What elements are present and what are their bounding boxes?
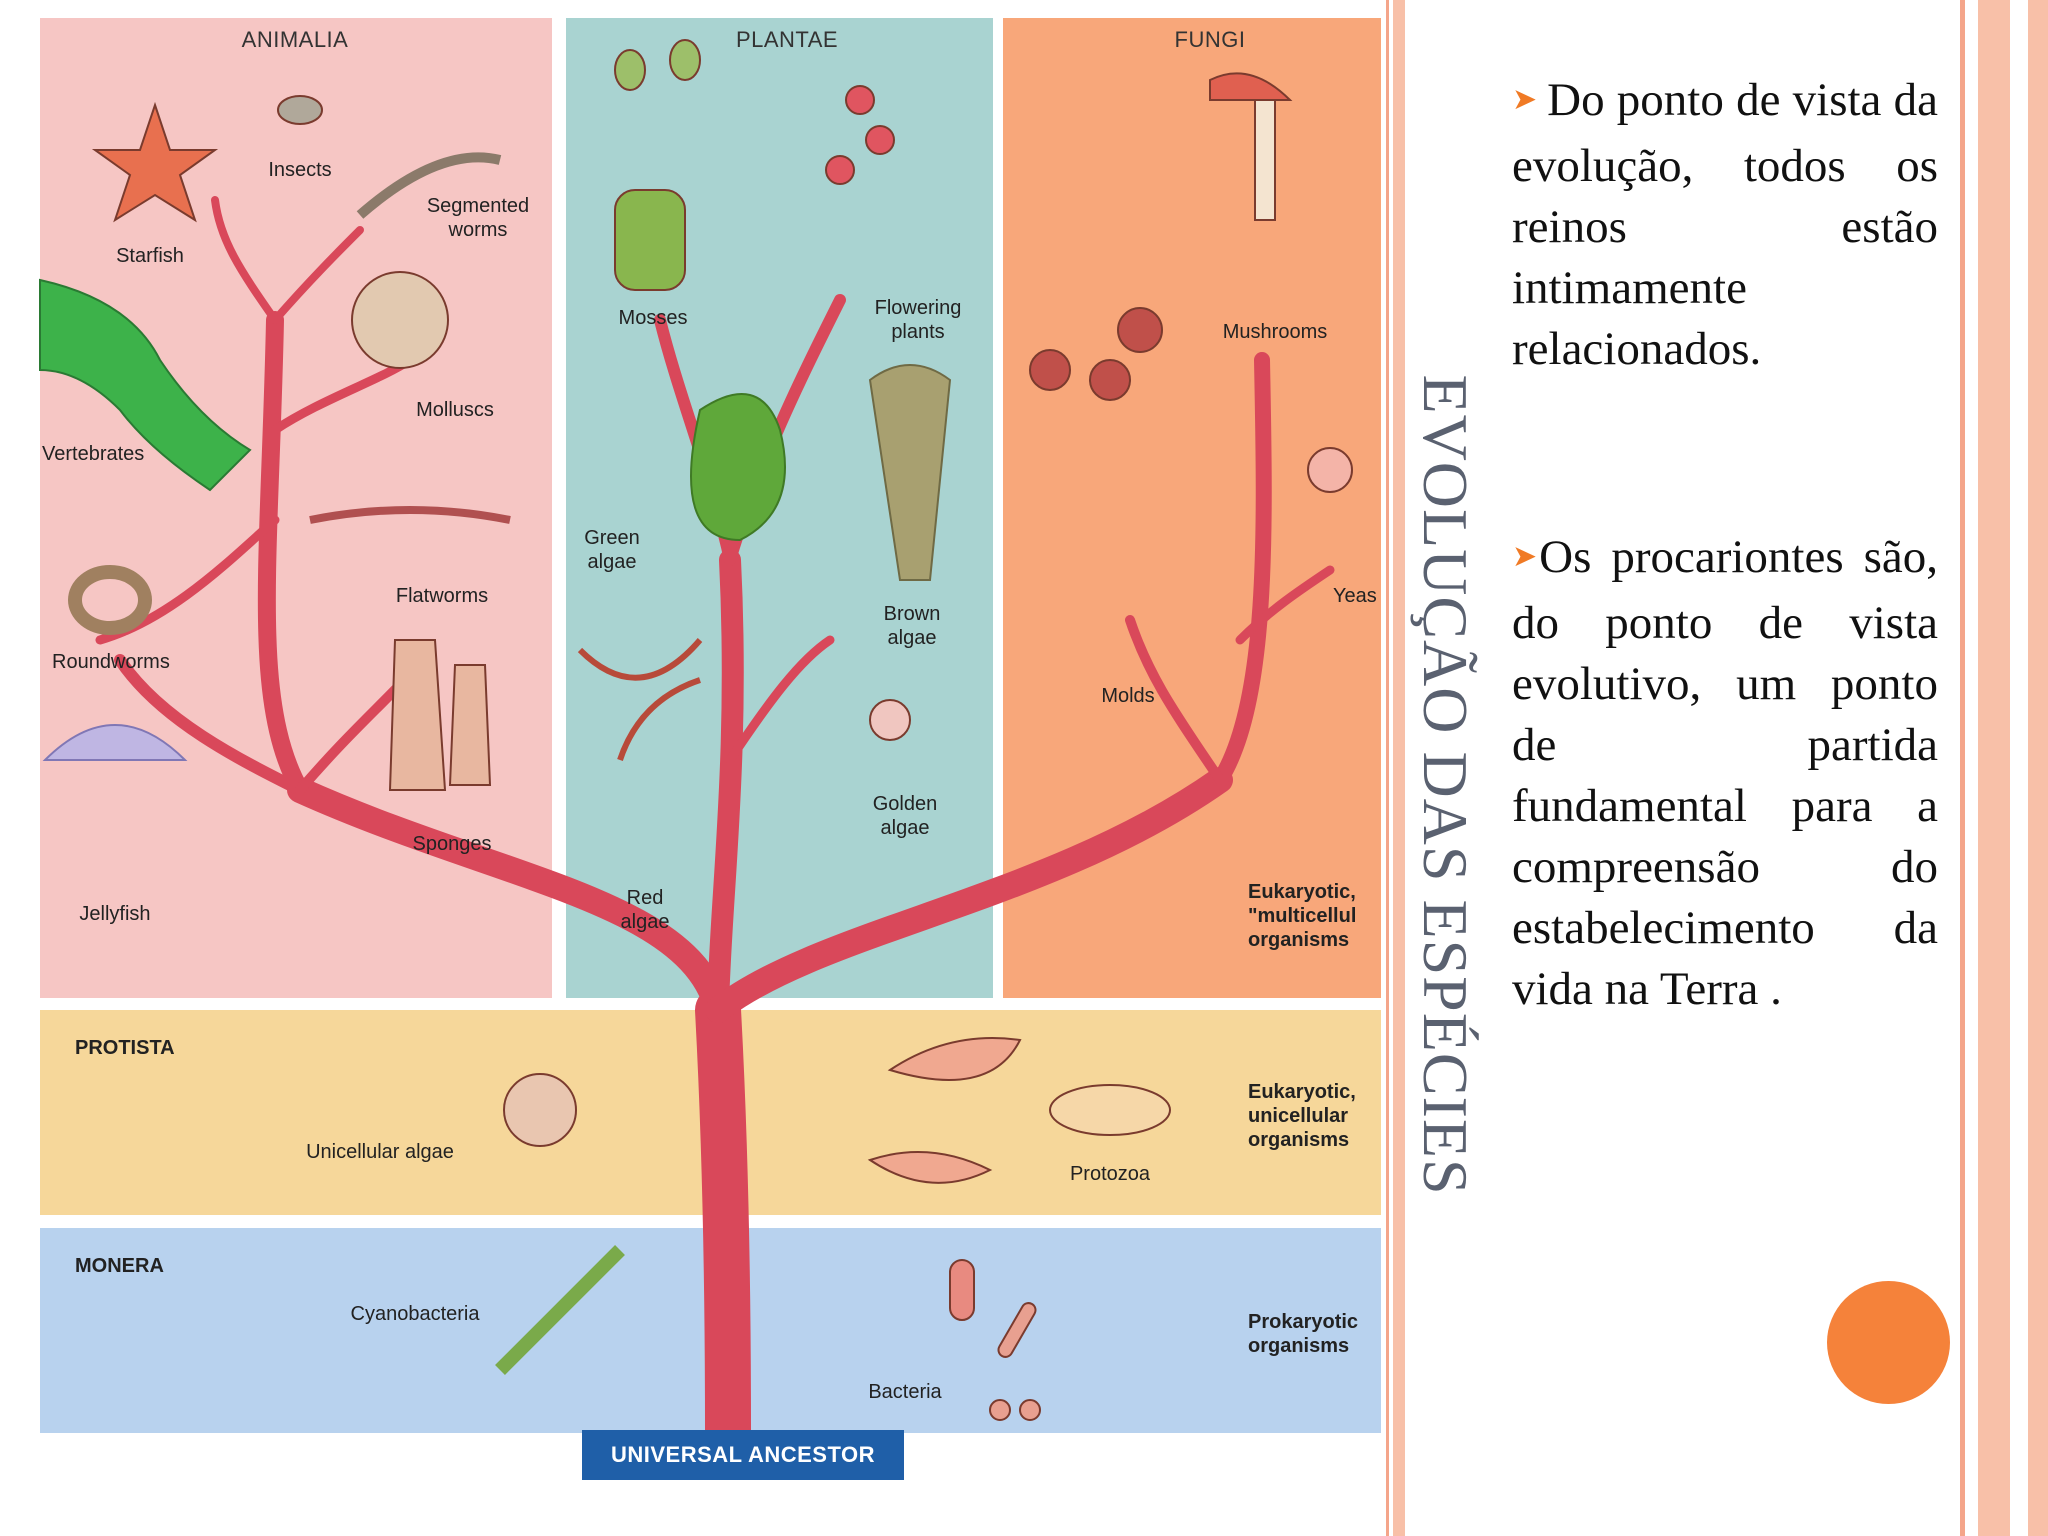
protozoa-illustration <box>887 1037 1022 1081</box>
roundworms-label: Roundworms <box>52 651 170 673</box>
roundworm-illustration <box>68 565 152 635</box>
brown-algae-label: Brown algae <box>883 603 941 649</box>
flatworm-illustration <box>309 506 511 524</box>
decorative-orange-circle <box>1827 1281 1950 1404</box>
insect-illustration <box>277 95 323 125</box>
paragraph-1-text: Do ponto de vista da evolução, todos os … <box>1512 74 1938 375</box>
kingdom-fungi-label: FUNGI <box>1174 27 1246 52</box>
slide-title-container: EVOLUÇÃO DAS ESPÉCIES <box>1390 190 1500 1380</box>
golden-algae-label: Golden algae <box>872 793 938 839</box>
kingdom-protista-label: PROTISTA <box>75 1037 175 1059</box>
fungi-panel <box>1003 18 1381 998</box>
green-algae-illustration <box>690 393 786 542</box>
frame-stripe <box>1960 0 1965 1536</box>
kingdom-plantae-label: PLANTAE <box>735 27 839 52</box>
eukaryotic-multicellular-label: Eukaryotic, "multicellul organisms <box>1248 881 1357 951</box>
kingdom-monera-label: MONERA <box>75 1255 164 1277</box>
frame-stripe <box>1386 0 1389 1536</box>
mushroom-illustration <box>1209 72 1293 101</box>
universal-ancestor-box: UNIVERSAL ANCESTOR <box>582 1430 904 1480</box>
tree-of-life-diagram: ANIMALIA PLANTAE FUNGI PROTISTA MONERA I… <box>39 18 1381 1480</box>
red-algae-label: Red algae <box>620 887 670 933</box>
paragraph-2-text: Os procariontes são, do ponto de vista e… <box>1512 531 1938 1015</box>
starfish-label: Starfish <box>116 245 184 267</box>
jellyfish-label: Jellyfish <box>79 903 151 925</box>
segmented-worms-label: Segmented worms <box>426 195 530 241</box>
mold-illustration <box>1029 349 1071 391</box>
mollusc-illustration <box>351 271 449 369</box>
prokaryotic-organisms-label: Prokaryotic organisms <box>1248 1311 1359 1357</box>
tree-of-life-illustration <box>39 18 1381 1453</box>
frame-stripe <box>2028 0 2048 1536</box>
red-algae-illustration <box>577 638 703 761</box>
vertebrate-frog-illustration <box>39 278 252 492</box>
flatworms-label: Flatworms <box>395 585 489 607</box>
brown-algae-illustration <box>868 364 952 581</box>
segmented-worm-illustration <box>356 152 502 219</box>
bacteria-illustration <box>949 1259 975 1321</box>
frame-stripe <box>1393 0 1405 1536</box>
molds-label: Molds <box>1101 685 1155 707</box>
sponge-illustration <box>388 639 492 791</box>
flowering-plants-label: Flowering plants <box>874 297 962 343</box>
yeast-illustration <box>1307 447 1353 493</box>
yeasts-label: Yeas <box>1333 585 1377 607</box>
sponges-label: Sponges <box>412 833 492 855</box>
cyanobacteria-illustration <box>495 1245 625 1375</box>
mosses-label: Mosses <box>618 307 688 329</box>
unicellular-algae-illustration <box>503 1073 577 1147</box>
green-algae-label: Green algae <box>584 527 640 573</box>
unicellular-algae-label: Unicellular algae <box>306 1141 454 1163</box>
phylogenetic-tree <box>95 196 1335 1453</box>
bullet-paragraph-2: ➤Os procariontes são, do ponto de vista … <box>1512 527 1938 1020</box>
flowering-plant-illustration <box>845 85 875 115</box>
golden-algae-illustration <box>869 699 911 741</box>
eukaryotic-unicellular-label: Eukaryotic, unicellular organisms <box>1248 1081 1356 1151</box>
frame-stripe <box>1978 0 2010 1536</box>
arrowhead-bullet-icon: ➤ <box>1512 83 1538 116</box>
moss-illustration <box>614 49 646 91</box>
mushrooms-label: Mushrooms <box>1222 321 1328 343</box>
animalia-panel <box>40 18 552 998</box>
molluscs-label: Molluscs <box>416 399 494 421</box>
cyanobacteria-label: Cyanobacteria <box>350 1303 480 1325</box>
arrowhead-bullet-icon: ➤ <box>1512 540 1538 573</box>
insects-label: Insects <box>268 159 332 181</box>
jellyfish-illustration <box>42 724 188 761</box>
kingdom-animalia-label: ANIMALIA <box>241 27 349 52</box>
bacteria-label: Bacteria <box>868 1381 942 1403</box>
vertebrates-label: Vertebrates <box>42 443 145 465</box>
slide-title: EVOLUÇÃO DAS ESPÉCIES <box>1410 374 1481 1196</box>
protozoa-label: Protozoa <box>1069 1163 1151 1185</box>
starfish-illustration <box>91 101 219 223</box>
organism-illustrations <box>39 39 1353 1421</box>
bullet-paragraph-1: ➤Do ponto de vista da evolução, todos os… <box>1512 70 1938 380</box>
